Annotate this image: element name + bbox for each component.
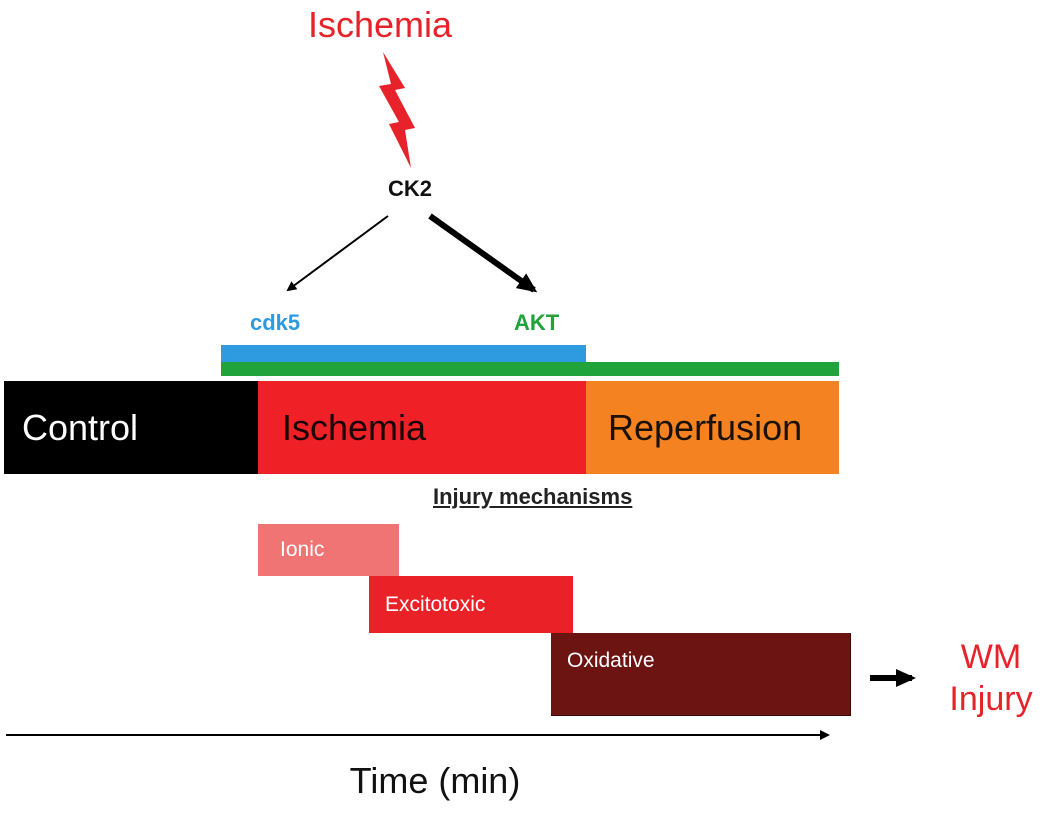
akt-label: AKT (514, 310, 560, 335)
mechanism-oxidative: Oxidative (551, 633, 851, 716)
phase-reperfusion-label: Reperfusion (608, 406, 803, 448)
arrow-to-cdk5 (286, 215, 389, 292)
cdk5-label: cdk5 (250, 310, 301, 335)
phase-control: Control (4, 381, 258, 474)
cdk5-activity-bar (221, 345, 586, 362)
mechanism-ionic: Ionic (258, 524, 399, 576)
time-axis-label: Time (min) (349, 760, 521, 801)
mechanism-excitotoxic-label: Excitotoxic (385, 592, 486, 616)
mechanism-ionic-label: Ionic (280, 538, 325, 561)
akt-activity-bar (221, 362, 839, 376)
mechanism-oxidative-label: Oxidative (567, 649, 655, 672)
phase-control-label: Control (22, 406, 139, 448)
wm-injury-line1: WM (960, 638, 1022, 676)
wm-injury-outcome: WM Injury (935, 636, 1047, 720)
mechanism-excitotoxic: Excitotoxic (369, 576, 573, 633)
phase-reperfusion: Reperfusion (586, 381, 839, 474)
injury-mechanisms-title: Injury mechanisms (433, 484, 633, 509)
phase-ischemia-label: Ischemia (282, 406, 427, 448)
arrow-to-akt (428, 213, 538, 293)
phase-ischemia: Ischemia (258, 381, 586, 474)
ck2-label: CK2 (387, 176, 432, 201)
lightning-bolt-icon (379, 52, 415, 168)
wm-injury-line2: Injury (949, 680, 1033, 718)
ischemia-trigger-label: Ischemia (307, 4, 453, 45)
